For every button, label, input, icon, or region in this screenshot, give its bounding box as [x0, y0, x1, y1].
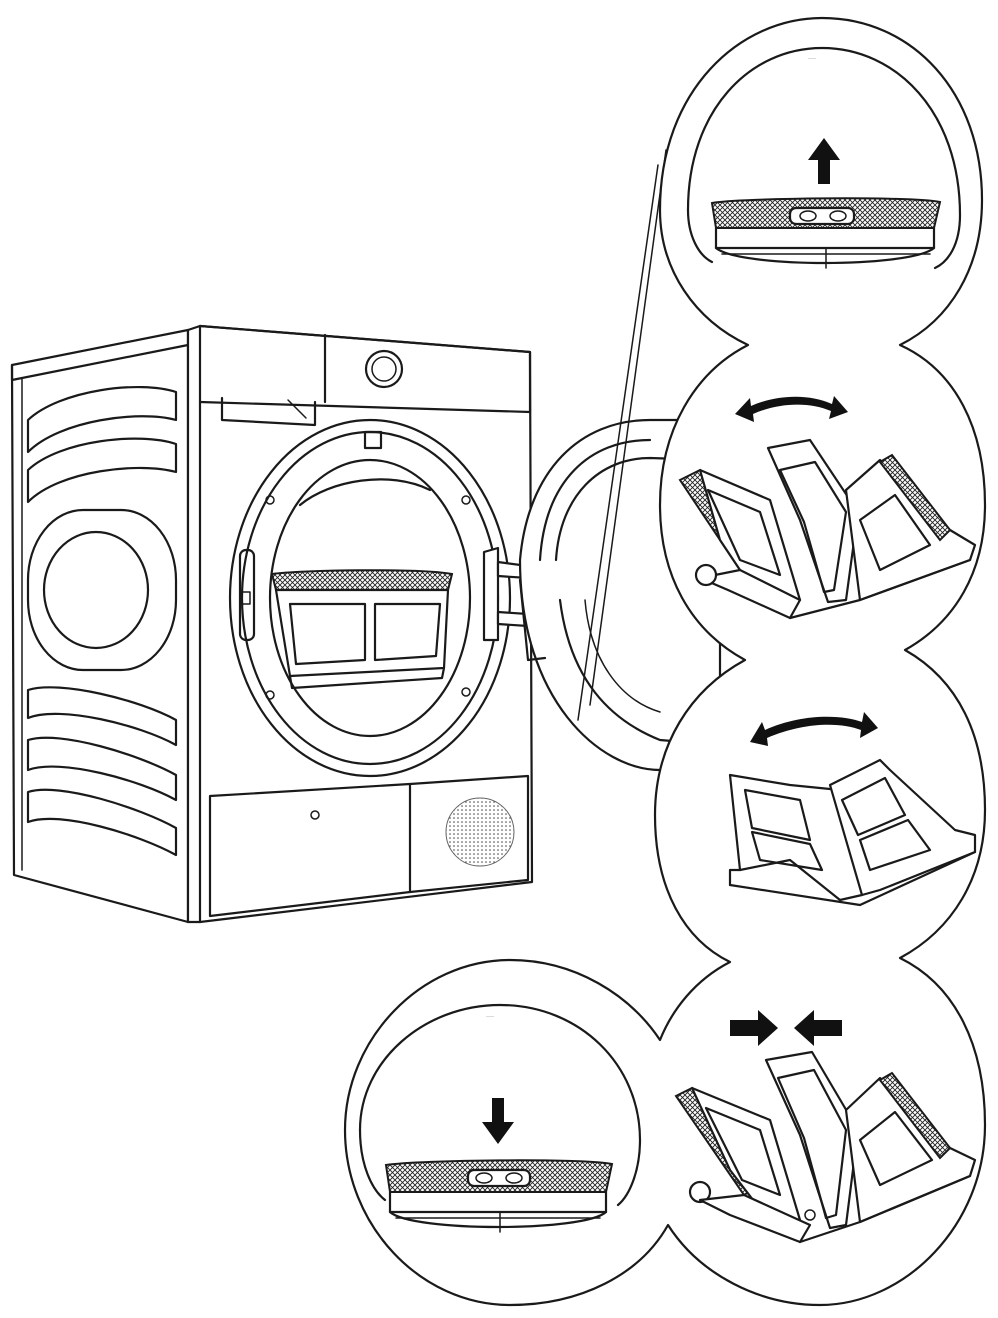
step-4-close-filter	[674, 1010, 977, 1244]
step-bubbles	[343, 16, 987, 1307]
filter-brand-mark: ····	[808, 56, 816, 62]
tumble-dryer	[10, 149, 722, 924]
ventilation-grille	[445, 797, 515, 867]
program-knob	[364, 349, 404, 389]
water-tank-drawer	[220, 396, 317, 427]
dryer-side-panel	[10, 328, 190, 924]
control-panel	[198, 324, 532, 414]
step-5-insert-filter: ····	[358, 1003, 642, 1233]
arrow-right-icon	[730, 1010, 778, 1046]
step-1-lift-filter: ····	[686, 46, 962, 270]
curved-double-arrow-icon	[750, 712, 878, 746]
step-bubble-outline	[343, 16, 987, 1307]
arrow-down-icon	[482, 1098, 514, 1144]
filter-in-dryer	[270, 569, 454, 690]
arrow-left-icon	[794, 1010, 842, 1046]
side-panel-ribs	[26, 386, 178, 857]
arrow-up-icon	[808, 138, 840, 184]
filter-brand-mark: ····	[486, 1014, 494, 1020]
curved-double-arrow-icon	[735, 396, 848, 422]
step-2-open-filter	[678, 396, 977, 620]
step-3-open-inner-filter	[728, 712, 977, 907]
callout-leader-line	[577, 164, 659, 721]
